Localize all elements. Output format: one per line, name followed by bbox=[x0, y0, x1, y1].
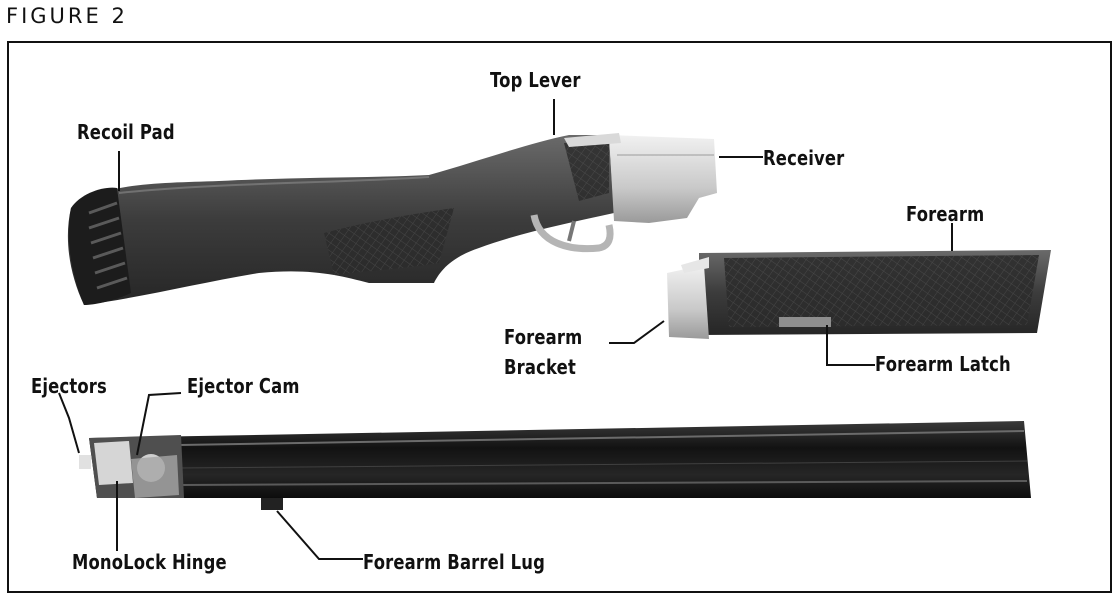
diagram-frame: Top Lever Recoil Pad Receiver Forearm Fo… bbox=[7, 41, 1112, 593]
forearm-latch bbox=[779, 317, 831, 327]
label-monolock-hinge: MonoLock Hinge bbox=[72, 550, 227, 574]
trigger-guard bbox=[530, 214, 614, 253]
forearm-bracket bbox=[667, 257, 709, 339]
stock bbox=[67, 135, 614, 305]
forearm-barrel-lug bbox=[261, 498, 283, 510]
label-top-lever: Top Lever bbox=[490, 68, 581, 92]
receiver bbox=[564, 133, 717, 223]
forearm bbox=[699, 250, 1051, 335]
barrels bbox=[89, 421, 1031, 498]
figure-title: FIGURE 2 bbox=[6, 4, 128, 28]
monoblock bbox=[79, 435, 184, 498]
label-ejectors: Ejectors bbox=[31, 374, 107, 398]
label-forearm-bracket-line2: Bracket bbox=[504, 355, 576, 379]
shotgun-photo bbox=[58, 99, 1051, 560]
label-forearm-bracket-line1: Forearm bbox=[504, 325, 583, 349]
label-ejector-cam: Ejector Cam bbox=[187, 374, 300, 398]
label-recoil-pad: Recoil Pad bbox=[77, 120, 175, 144]
label-forearm: Forearm bbox=[906, 202, 985, 226]
leader-lines bbox=[58, 99, 953, 560]
label-forearm-barrel-lug: Forearm Barrel Lug bbox=[363, 550, 545, 574]
label-receiver: Receiver bbox=[763, 146, 845, 170]
recoil-pad bbox=[68, 187, 131, 305]
label-forearm-latch: Forearm Latch bbox=[875, 352, 1011, 376]
